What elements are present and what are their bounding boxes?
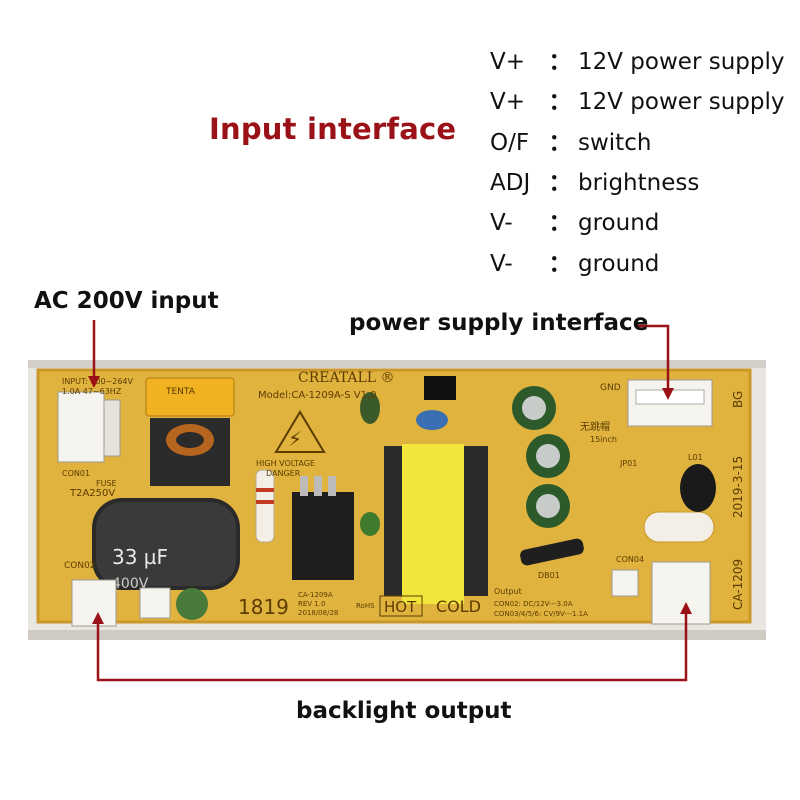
fuse-rating: T2A250V [69,488,115,499]
input-interface-title: Input interface [209,112,457,146]
fuse-label: FUSE [96,479,117,488]
pin-row: ADJ ：brightness [490,163,699,197]
hot-label: HOT [384,598,417,616]
con04-label: CON04 [616,555,644,564]
pin-description: 12V power supply [578,89,785,115]
db01-label: DB01 [538,571,560,580]
rev-date: 2018/08/28 [298,609,338,617]
output-line1: CON02: DC/12V---3.0A [494,600,573,608]
board-model: Model:CA-1209A-S V1.0 [258,390,377,401]
bg-label: BG [731,391,745,408]
model-small: CA-1209A [298,591,333,599]
hv-warning-1: HIGH VOLTAGE [256,459,315,468]
pin-description: 12V power supply [578,49,785,75]
x-capacitor [145,377,235,417]
backlight-arrow [96,612,688,682]
backlight-connector-left [71,579,117,627]
pin-description: ground [578,251,660,277]
cold-label: COLD [436,597,481,616]
con01-label: CON01 [62,469,90,478]
pin-separator: ： [548,170,572,196]
output-label: Output [494,587,522,596]
pin-name: V+ [490,49,526,75]
capacitor-value: 33 µF [112,545,168,569]
side-code-label: CA-1209 [731,559,745,610]
backlight-output-label: backlight output [296,698,512,724]
pin-row: V- ：ground [490,203,659,237]
pin-description: switch [578,130,652,156]
con01-connector [57,391,105,463]
con02-label: CON02 [64,561,96,571]
pin-name: ADJ [490,170,531,196]
inch-label: 15inch [590,435,617,444]
date-code: 1819 [238,595,289,619]
pin-name: O/F [490,130,530,156]
jumper-label: 无跳帽 [580,420,610,433]
input-spec: INPUT: 100~264V [62,377,134,386]
pin-name: V+ [490,89,526,115]
board-brand: CREATALL ® [298,370,395,386]
pin-row: V+ ：12V power supply [490,42,784,76]
output-line2: CON03/4/5/6: CV/9V---1.1A [494,610,588,618]
l01-label: L01 [688,453,703,462]
pin-separator: ： [548,130,572,156]
pin-name: V- [490,210,513,236]
ic-chip [424,376,456,400]
input-freq: 1.0A 47~63HZ [62,387,122,396]
pin-description: brightness [578,170,700,196]
pin-row: V+ ：12V power supply [490,82,784,116]
con04-connector [651,561,711,625]
svg-text:⚡: ⚡ [288,427,302,451]
high-voltage-warning-icon [274,410,326,453]
pin-row: V- ：ground [490,244,659,278]
power-interface-arrow [636,324,670,392]
jp01-label: JP01 [619,459,637,468]
pin-separator: ： [548,251,572,277]
date-label: 2019-3-15 [731,456,745,518]
pin-separator: ： [548,210,572,236]
ac-input-label: AC 200V input [34,288,219,314]
output-capacitors [512,386,570,528]
pin-description: ground [578,210,660,236]
gnd-label: GND [600,383,621,393]
bulk-capacitor [92,498,240,590]
power-interface-label: power supply interface [349,310,649,336]
pin-separator: ： [548,89,572,115]
pin-name: V- [490,251,513,277]
pin-separator: ： [548,49,572,75]
inductor [680,464,716,512]
rohs-label: RoHS [356,602,375,610]
rev-label: REV 1.0 [298,600,325,608]
cap-brand-text: TENTA [165,387,196,397]
mosfet-heatsink [292,492,354,580]
annotation-arrows [92,320,688,682]
pin-row: O/F ：switch [490,123,651,157]
hv-warning-2: DANGER [266,469,301,478]
